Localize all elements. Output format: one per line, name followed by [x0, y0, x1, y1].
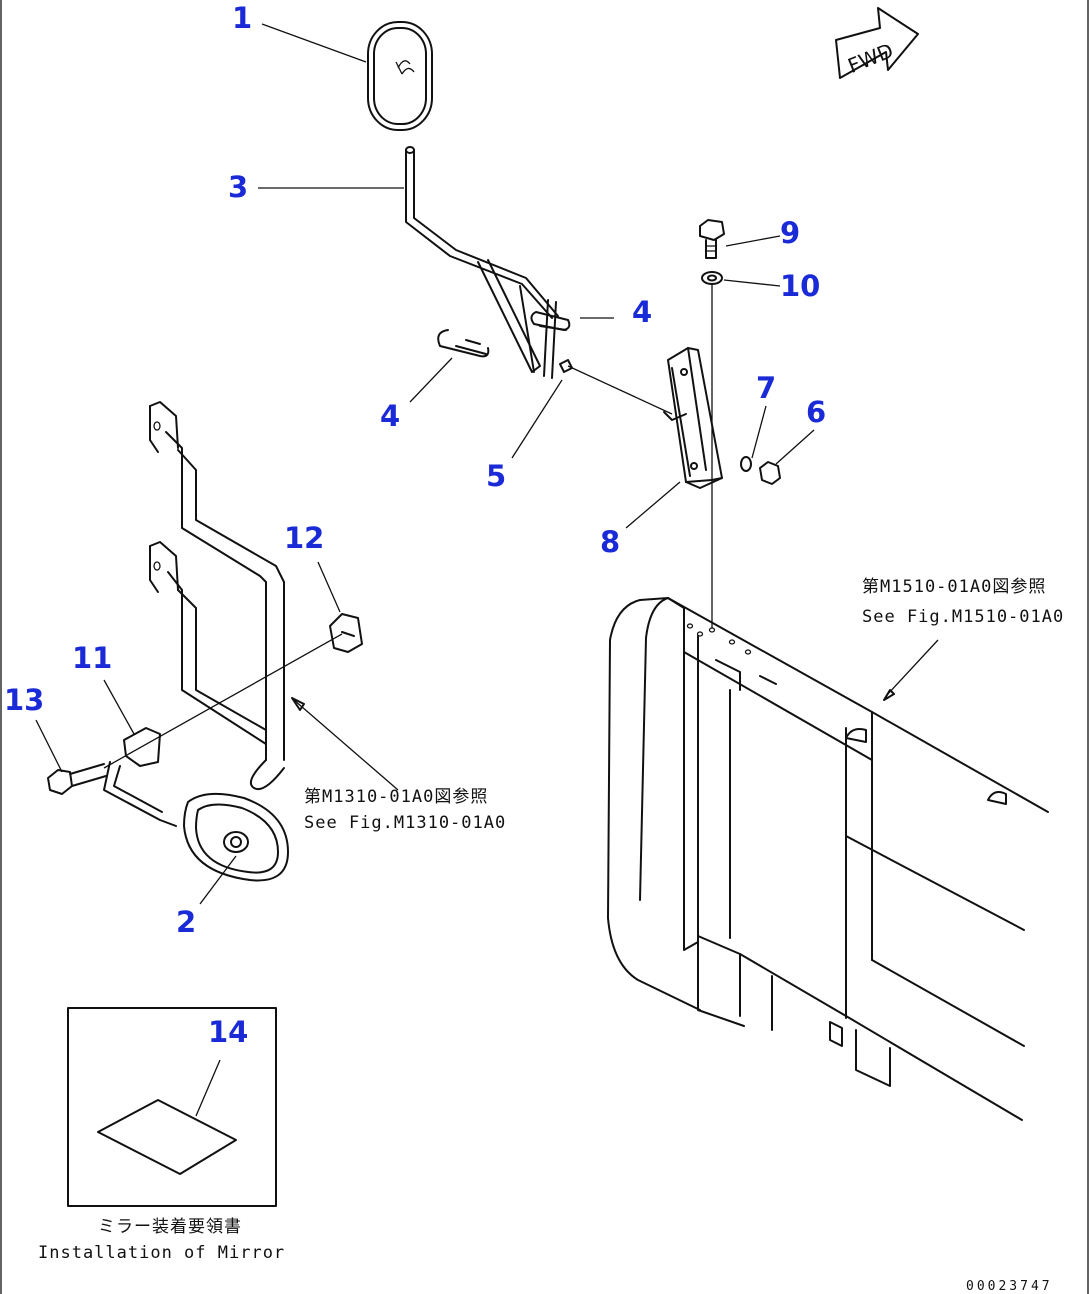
- handrail-assembly: [149, 401, 285, 790]
- callout-9: 9: [780, 216, 800, 250]
- fwd-label: FWD: [844, 38, 896, 78]
- bolt-part-13: [47, 763, 107, 795]
- ref-m1310-jp: 第M1310-01A0図参照: [304, 787, 488, 807]
- ref-m1510-en: See Fig.M1510-01A0: [862, 607, 1064, 627]
- manual-sheet-part-14: [97, 1099, 237, 1175]
- callout-8: 8: [600, 525, 620, 559]
- leader-lines: [35, 23, 815, 1117]
- ref-pointer-m1510: [885, 639, 939, 697]
- washer-part-10: [701, 271, 723, 285]
- bracket-part-8: [663, 347, 723, 489]
- callout-5: 5: [486, 459, 506, 493]
- machine-frame: [607, 597, 1049, 1121]
- callout-11: 11: [72, 641, 112, 675]
- manual-frame: [67, 1007, 277, 1207]
- bolt-part-9: [699, 219, 725, 259]
- manual-title-jp: ミラー装着要領書: [98, 1217, 242, 1237]
- callout-10: 10: [780, 269, 820, 303]
- assembly-line-holder: [103, 633, 343, 769]
- callout-12: 12: [284, 521, 324, 555]
- callout-6: 6: [806, 395, 826, 429]
- ref-m1510-jp: 第M1510-01A0図参照: [862, 577, 1046, 597]
- ref-pointer-m1310: [293, 699, 399, 791]
- mirror-stay-part-3: [405, 146, 559, 379]
- callout-4-right: 4: [632, 295, 652, 329]
- u-bolt-part-4: [437, 311, 571, 358]
- washer-part-7: [740, 456, 752, 472]
- clamp-part-12: [329, 613, 363, 653]
- ref-m1310-en: See Fig.M1310-01A0: [304, 813, 506, 833]
- forward-arrow-icon: FWD: [835, 7, 919, 79]
- mirror-part-1: [367, 21, 433, 131]
- ref-arrow-m1310-icon: [291, 697, 305, 711]
- callout-3: 3: [228, 170, 248, 204]
- ref-arrow-m1510-icon: [883, 689, 895, 701]
- assembly-line-screw: [567, 365, 673, 415]
- mirror-part-2: [183, 792, 289, 882]
- callout-2: 2: [176, 905, 196, 939]
- screw-part-5: [559, 359, 573, 373]
- callout-4-left: 4: [380, 399, 400, 433]
- callout-14: 14: [208, 1015, 248, 1049]
- manual-title-en: Installation of Mirror: [38, 1243, 285, 1263]
- callout-13: 13: [4, 683, 44, 717]
- callout-7: 7: [756, 371, 776, 405]
- mirror-holder-part-11: [103, 727, 177, 827]
- manual-box: [67, 1007, 277, 1207]
- nut-part-6: [759, 461, 781, 485]
- document-number: 00023747: [966, 1279, 1053, 1294]
- callout-1: 1: [232, 1, 252, 35]
